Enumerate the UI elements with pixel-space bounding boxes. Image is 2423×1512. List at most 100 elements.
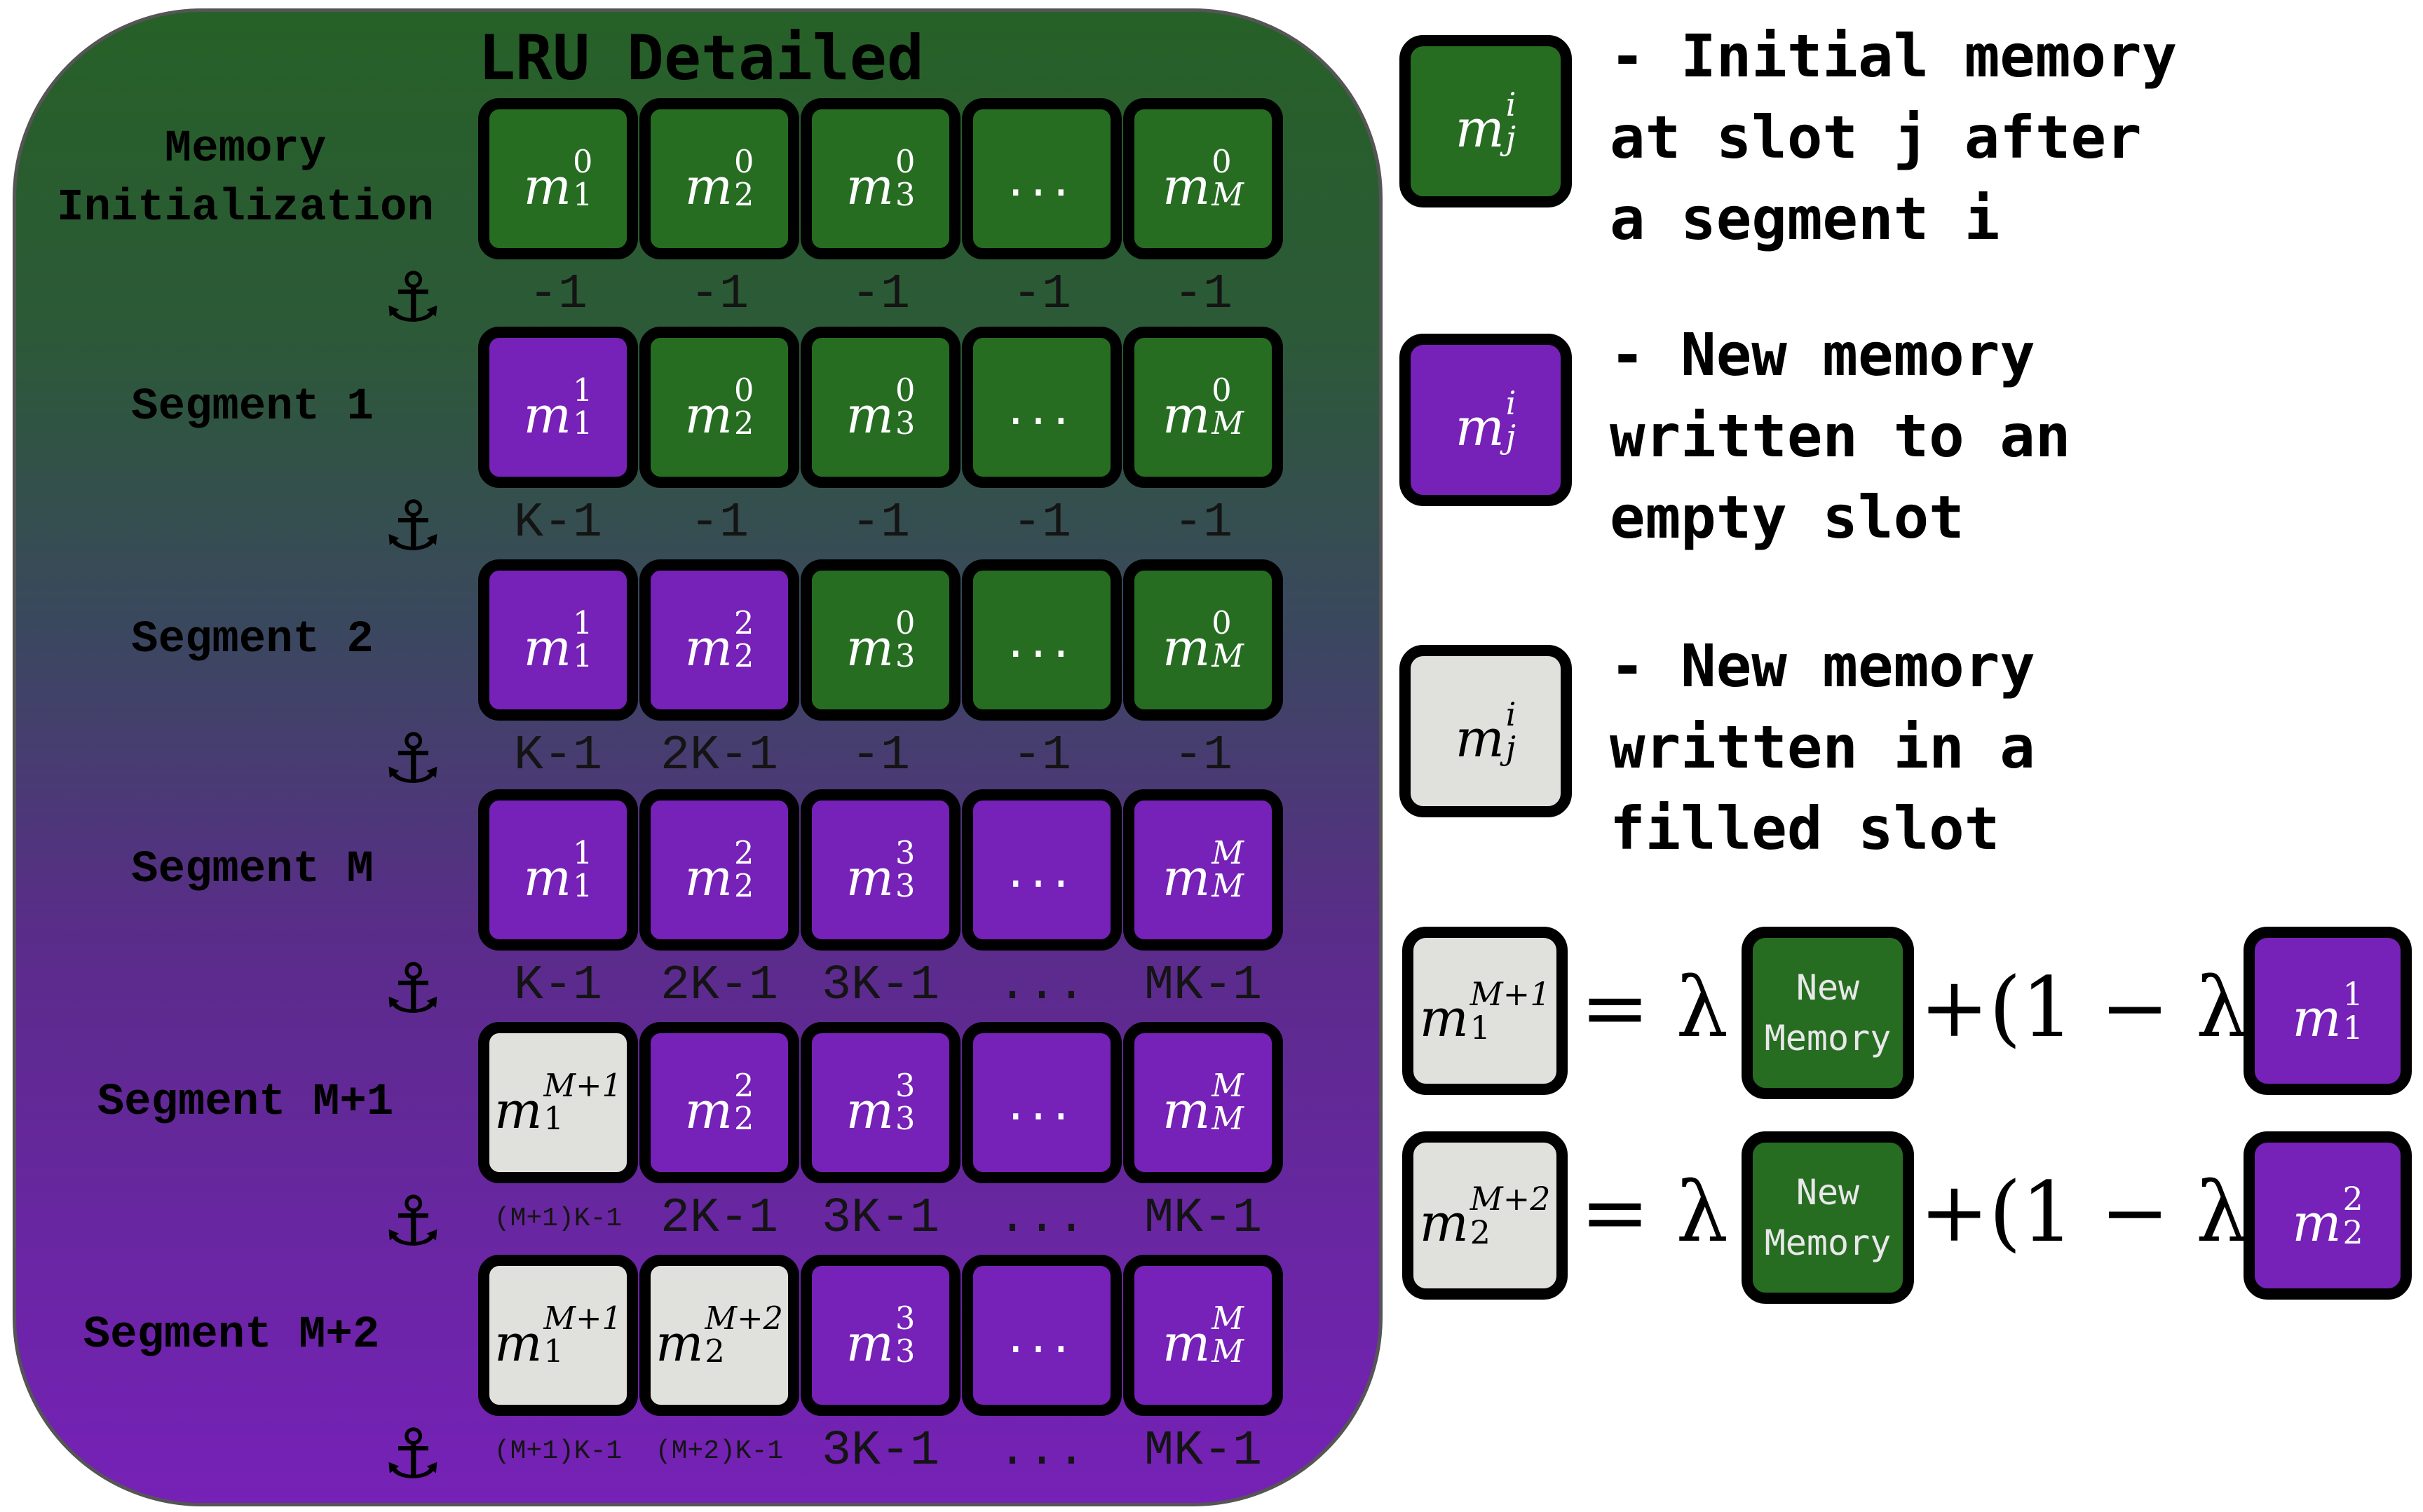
- slot-age: -1: [689, 496, 749, 551]
- anchor-icon: ⚓: [382, 1415, 444, 1494]
- slot-age: (M+1)K-1: [494, 1204, 623, 1234]
- memory-superscript: 1: [572, 605, 593, 642]
- memory-superscript: M: [1212, 1300, 1244, 1337]
- memory-slot: ...: [962, 98, 1122, 259]
- memory-subscript: 3: [895, 868, 916, 904]
- slot-age: -1: [1173, 496, 1233, 551]
- row-label: Segment M+1: [97, 1077, 394, 1128]
- slot-age: -1: [850, 728, 910, 784]
- slot-age: MK-1: [1143, 1191, 1263, 1246]
- memory-base: m: [1162, 618, 1211, 677]
- memory-base: m: [494, 1080, 543, 1140]
- memory-base: m: [846, 847, 894, 907]
- memory-base: m: [2292, 988, 2342, 1049]
- anchor-icon: ⚓: [382, 258, 444, 338]
- memory-slot: ...: [962, 789, 1122, 951]
- anchor-icon: ⚓: [382, 719, 444, 799]
- memory-subscript: 3: [895, 638, 916, 674]
- slot-age: K-1: [513, 496, 603, 551]
- memory-superscript: M+1: [1470, 974, 1551, 1013]
- memory-base: m: [523, 618, 571, 677]
- ellipsis: ...: [1007, 1307, 1076, 1364]
- memory-subscript: 3: [895, 405, 916, 442]
- memory-superscript: M+1: [543, 1300, 622, 1337]
- memory-subscript: 2: [1470, 1213, 1491, 1251]
- memory-subscript: 2: [733, 177, 754, 213]
- memory-superscript: 0: [895, 372, 916, 409]
- memory-subscript: 2: [705, 1333, 725, 1370]
- memory-subscript: 2: [733, 405, 754, 442]
- memory-subscript: M: [1212, 1101, 1244, 1137]
- memory-superscript: 3: [895, 1068, 916, 1105]
- legend-description: - New memory written to an empty slot: [1610, 320, 2071, 552]
- memory-superscript: i: [1505, 383, 1516, 422]
- slot-age: -1: [689, 267, 749, 322]
- memory-superscript: 2: [733, 1068, 754, 1105]
- memory-superscript: 1: [572, 835, 593, 872]
- slot-age: MK-1: [1143, 958, 1263, 1014]
- memory-base: m: [1162, 1080, 1211, 1140]
- slot-age: -1: [528, 267, 588, 322]
- memory-base: m: [1419, 1193, 1469, 1254]
- memory-subscript: 2: [733, 638, 754, 674]
- memory-slot: ...: [962, 1255, 1122, 1416]
- memory-subscript: j: [1505, 729, 1516, 767]
- memory-slot: ...: [962, 327, 1122, 488]
- memory-subscript: 1: [2342, 1009, 2363, 1047]
- new-memory-label: New: [1796, 1172, 1860, 1213]
- anchor-icon: ⚓: [382, 486, 444, 566]
- memory-subscript: 1: [572, 638, 593, 674]
- memory-superscript: 1: [572, 372, 593, 409]
- equals-lambda: = λ: [1580, 959, 1729, 1056]
- memory-subscript: M: [1212, 638, 1244, 674]
- memory-base: m: [684, 156, 733, 216]
- legend-description: - New memory written in a filled slot: [1610, 632, 2035, 863]
- memory-subscript: 2: [2342, 1213, 2363, 1251]
- slot-age: -1: [850, 496, 910, 551]
- memory-base: m: [1455, 709, 1505, 770]
- memory-base: m: [523, 385, 571, 444]
- memory-superscript: 0: [1212, 372, 1232, 409]
- slot-age: ...: [997, 1191, 1087, 1246]
- memory-base: m: [523, 156, 571, 216]
- memory-subscript: 3: [895, 1333, 916, 1370]
- ellipsis: ...: [1007, 841, 1076, 899]
- slot-age: -1: [1173, 267, 1233, 322]
- memory-subscript: 3: [895, 1101, 916, 1137]
- anchor-icon: ⚓: [382, 1182, 444, 1262]
- memory-base: m: [684, 618, 733, 677]
- slot-age: -1: [1173, 728, 1233, 784]
